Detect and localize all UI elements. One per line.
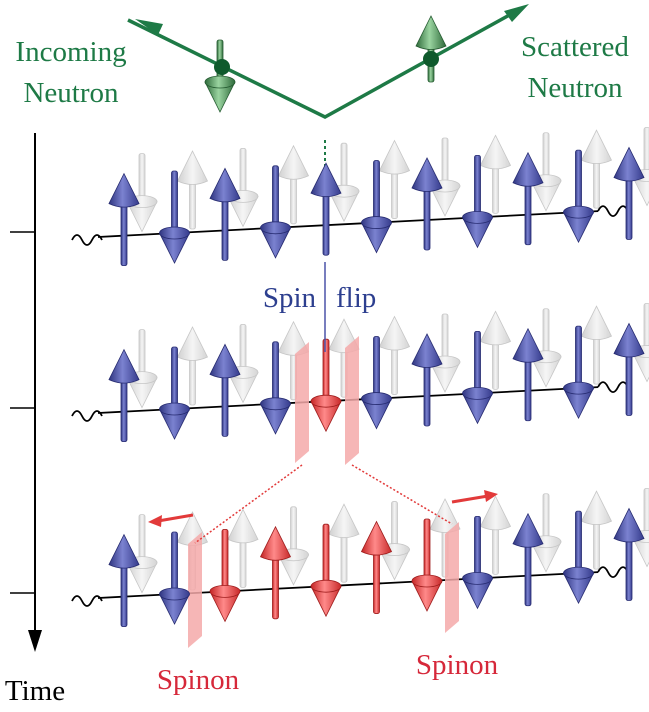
spin — [613, 322, 645, 416]
spin — [158, 170, 191, 264]
spinon-left-motion-arrow — [157, 513, 194, 523]
ghost-spin — [378, 315, 411, 395]
neutron-spin-out — [415, 15, 447, 83]
neutron-dot-in — [214, 59, 230, 75]
spin — [259, 341, 292, 435]
spin — [108, 348, 140, 443]
flipped-spin — [411, 518, 443, 612]
spin — [108, 172, 140, 267]
spin-chain-3 — [71, 488, 649, 648]
ghost-spin — [479, 495, 512, 575]
ghost-spin — [277, 144, 310, 225]
incoming-arrowhead — [135, 19, 163, 35]
time-axis-arrowhead — [28, 630, 42, 652]
spin — [209, 343, 241, 437]
spin — [158, 346, 191, 440]
spin — [411, 333, 443, 427]
ghost-spin — [126, 329, 158, 409]
time-label: Time — [5, 675, 65, 707]
spin — [310, 162, 342, 256]
neutron-trajectory — [127, 6, 523, 119]
spin — [108, 533, 140, 628]
incoming-label-line2: Neutron — [23, 77, 119, 109]
spin — [411, 157, 443, 251]
outgoing-arrowhead — [504, 4, 529, 22]
spin — [512, 151, 544, 246]
spin — [259, 165, 292, 259]
scattered-label-line2: Neutron — [527, 72, 623, 104]
spin — [562, 510, 595, 605]
spin — [158, 531, 191, 625]
chain-wave-left — [71, 595, 103, 607]
ghost-spin — [378, 139, 411, 219]
chain-wave-left — [71, 410, 103, 422]
domain-wall — [188, 532, 202, 648]
spin — [461, 330, 494, 425]
ghost-spin — [580, 305, 613, 385]
spin-chain-1 — [71, 127, 649, 267]
spin — [562, 149, 595, 244]
domain-wall — [445, 522, 459, 633]
spin-label: Spin — [263, 282, 317, 314]
neutron-dot-out — [423, 51, 439, 67]
ghost-spin — [176, 150, 209, 230]
ghost-spin — [479, 134, 512, 214]
spinon-right-label: Spinon — [416, 649, 499, 681]
scattered-label-line1: Scattered — [521, 31, 629, 63]
ghost-spin — [479, 310, 512, 390]
ghost-spin — [176, 326, 209, 406]
domain-wall — [345, 336, 359, 465]
spin — [360, 160, 393, 254]
spinon-right-motion-arrow — [451, 494, 489, 504]
spin — [209, 167, 241, 261]
neutron-path — [127, 4, 529, 175]
chain-wave-right — [597, 205, 629, 218]
spin — [562, 325, 595, 420]
neutron-spin-in — [204, 39, 236, 113]
spinon-right-trajectory — [351, 464, 453, 525]
spinon-left-motion-arrowhead — [148, 515, 162, 527]
flip-label: flip — [336, 282, 376, 314]
spinon-trajectories — [148, 464, 498, 544]
spin — [461, 154, 494, 249]
ghost-spin — [580, 490, 613, 570]
flipped-spin — [310, 338, 342, 433]
chain-wave-left — [71, 234, 103, 246]
spin — [461, 515, 494, 610]
spin — [512, 327, 544, 422]
ghost-spin — [227, 508, 259, 588]
time-axis — [10, 133, 42, 652]
flipped-spin — [360, 520, 393, 614]
ghost-spin — [580, 129, 613, 209]
spin — [512, 512, 544, 607]
chain-wave-right — [597, 566, 629, 579]
spinon-right-motion-arrowhead — [484, 490, 498, 502]
domain-wall — [295, 342, 309, 463]
spin — [613, 146, 645, 240]
ghost-spin — [328, 503, 360, 583]
flipped-spin — [209, 529, 241, 623]
spin — [613, 507, 645, 601]
spin-chain-2 — [71, 303, 649, 465]
spin — [360, 336, 393, 430]
chain-wave-right — [597, 381, 629, 394]
flipped-spin — [310, 523, 342, 618]
incoming-label-line1: Incoming — [15, 36, 126, 68]
spinon-left-label: Spinon — [157, 664, 240, 696]
flipped-spin — [259, 525, 292, 620]
